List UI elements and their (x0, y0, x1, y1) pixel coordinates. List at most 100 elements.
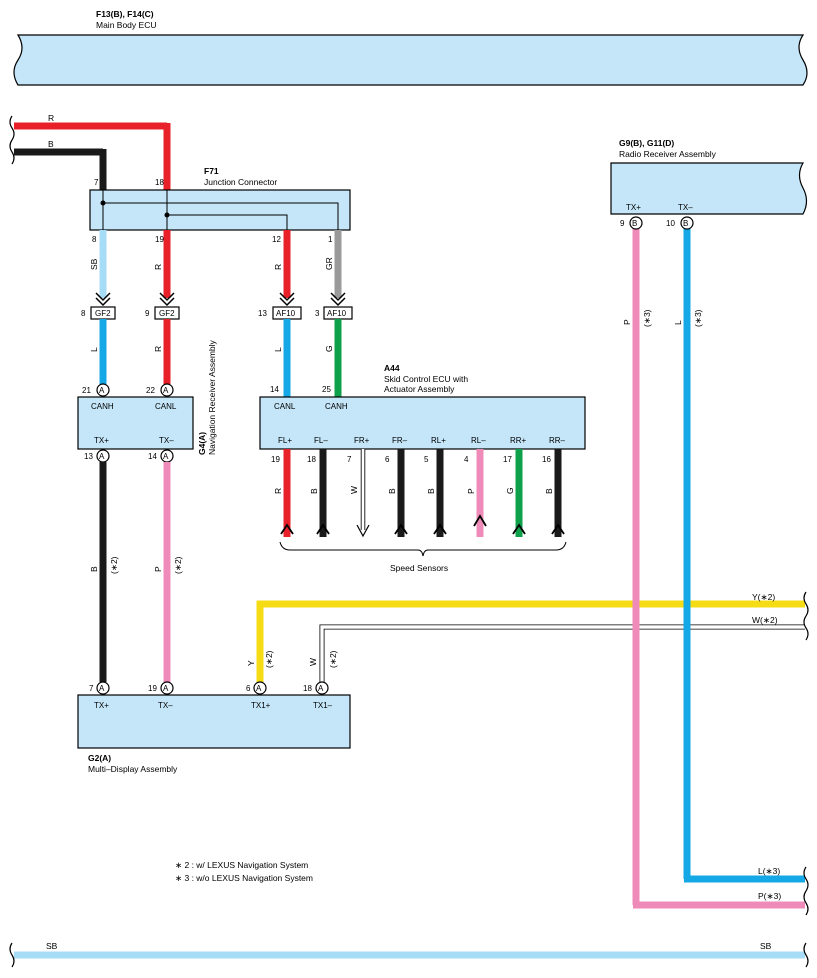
skid-term-3: FR– (392, 436, 408, 445)
junction-pin-1: 1 (328, 235, 333, 244)
junction-pin-19: 19 (155, 235, 164, 244)
skid-pin-bottom-5: 4 (464, 455, 469, 464)
nav-pin-22: 22 (146, 386, 155, 395)
gf2-pin-8: 8 (81, 309, 86, 318)
wire-end-w2: W(∗2) (752, 615, 778, 625)
skid-box (259, 396, 586, 450)
nav-id: G4(A) (197, 432, 207, 455)
gf2-label-2: GF2 (159, 309, 175, 318)
multi-right-wires: Y (∗2) W (∗2) Y(∗2) W(∗2) (246, 591, 809, 682)
nav-term-txm: TX– (159, 436, 174, 445)
af10-pin-13: 13 (258, 309, 267, 318)
nav-pin-14: 14 (148, 452, 157, 461)
wire-label-sb: SB (89, 258, 99, 270)
multi-pin-0: 7 (89, 684, 94, 693)
skid-wire-label-3: B (387, 488, 397, 494)
skid-term-4: RL+ (431, 436, 446, 445)
nav-pin-21-circle (96, 383, 110, 397)
skid-term-6: RR+ (510, 436, 527, 445)
skid-arrow-5 (473, 514, 487, 527)
nav-pin-21: 21 (82, 386, 91, 395)
footnotes: ∗ 2 : w/ LEXUS Navigation System ∗ 3 : w… (175, 860, 313, 883)
multi-box (77, 694, 351, 749)
gf2-pin-9: 9 (145, 309, 150, 318)
junction-pin-7: 7 (94, 178, 99, 187)
wire-y-tx1-plus (256, 600, 805, 682)
skid-term-7: RR– (549, 436, 566, 445)
skid-arrow-3 (394, 523, 408, 535)
skid-control-ecu: A44 Skid Control ECU with Actuator Assem… (259, 363, 586, 573)
radio-term-txp: TX+ (626, 203, 641, 212)
junction-box (89, 189, 351, 231)
radio-receiver: G9(B), G11(D) Radio Receiver Assembly TX… (610, 138, 809, 916)
nav-pin-22-conn: A (163, 386, 169, 395)
multi-name: Multi–Display Assembly (88, 764, 178, 774)
skid-wire-label-7: B (544, 488, 554, 494)
speed-sensors-brace (279, 541, 567, 557)
nav-pin-22-circle (160, 383, 174, 397)
skid-wire-label-4: B (426, 488, 436, 494)
skid-pin-bottom-7: 16 (542, 455, 551, 464)
multi-pin-conn-2: A (256, 684, 262, 693)
wire-label-gr: GR (324, 257, 334, 270)
skid-pin-bottom-6: 17 (503, 455, 512, 464)
nav-pin-14-conn: A (163, 452, 169, 461)
af10-label-2: AF10 (327, 309, 347, 318)
wire-label-l-2: L (273, 347, 283, 352)
nav-term-canl: CANL (155, 402, 177, 411)
skid-wire-label-5: P (466, 488, 476, 494)
main-body-ecu-id: F13(B), F14(C) (96, 9, 154, 19)
multi-term-0: TX+ (94, 701, 109, 710)
junction-name: Junction Connector (204, 177, 277, 187)
wire-note-w: (∗2) (328, 650, 338, 668)
skid-pin-14: 14 (270, 385, 279, 394)
wire-end-y2: Y(∗2) (752, 592, 775, 602)
skid-wire-label-6: G (505, 487, 515, 494)
gf2-label-1: GF2 (95, 309, 111, 318)
wire-label-r-12: R (273, 264, 283, 270)
f71-down-wires: SB R R GR (89, 230, 346, 307)
radio-pin-9-conn: B (632, 219, 637, 228)
wire-label-r-19: R (153, 264, 163, 270)
nav-pin-21-conn: A (99, 386, 105, 395)
wire-label-p-tx: P (153, 566, 163, 572)
wire-label-sb-right: SB (760, 941, 772, 951)
af10-pin-3: 3 (315, 309, 320, 318)
wire-label-w: W (308, 658, 318, 666)
skid-name-2: Actuator Assembly (384, 384, 455, 394)
radio-id: G9(B), G11(D) (619, 138, 674, 148)
skid-pin-bottom-1: 18 (307, 455, 316, 464)
main-body-ecu-box (13, 34, 808, 86)
wire-label-r: R (48, 113, 54, 123)
skid-arrow-2 (356, 524, 370, 538)
skid-pin-bottom-0: 19 (271, 455, 280, 464)
skid-term-0: FL+ (278, 436, 292, 445)
skid-arrow-1 (316, 523, 330, 535)
multi-pin-circle-3 (315, 681, 329, 695)
nav-to-multi-wires: B (∗2) P (∗2) (89, 462, 183, 682)
junction-pin-12: 12 (272, 235, 281, 244)
lower-can-wires: L R L G (89, 319, 342, 397)
multi-pin-conn-0: A (99, 684, 105, 693)
main-body-ecu: F13(B), F14(C) Main Body ECU (13, 9, 808, 86)
skid-term-1: FL– (314, 436, 328, 445)
note-3: ∗ 3 : w/o LEXUS Navigation System (175, 873, 313, 883)
wire-label-y: Y (246, 660, 256, 666)
skid-arrow-4 (433, 523, 447, 535)
wire-note-p-radio: (∗3) (642, 309, 652, 327)
multi-pin-2: 6 (246, 684, 251, 693)
radio-pin-10-conn: B (683, 219, 688, 228)
bottom-sb-bus: SB SB (9, 941, 809, 968)
wire-note-b-tx: (∗2) (109, 556, 119, 574)
skid-pin-25: 25 (322, 385, 331, 394)
wire-label-l-1: L (89, 347, 99, 352)
multi-pin-circle-1 (160, 681, 174, 695)
junction-id: F71 (204, 166, 219, 176)
skid-term-2: FR+ (354, 436, 370, 445)
radio-pin-9-circle (629, 216, 643, 230)
top-wires: R B (9, 113, 171, 190)
wire-end-p3: P(∗3) (758, 891, 781, 901)
skid-arrow-0 (280, 523, 294, 535)
radio-pin-10-circle (680, 216, 694, 230)
